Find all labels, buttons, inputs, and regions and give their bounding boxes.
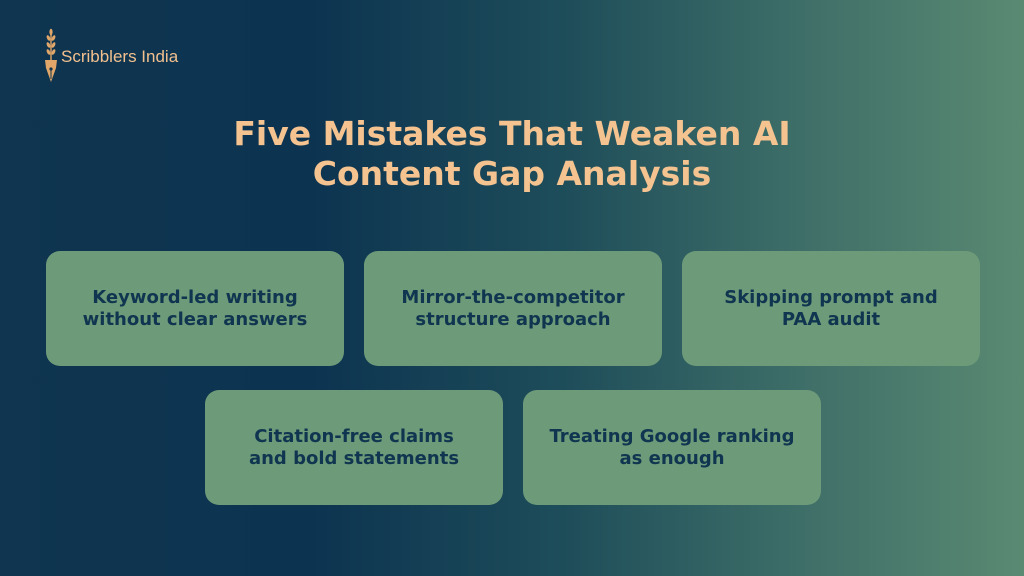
brand-name: Scribblers India [61,47,179,66]
mistake-card-5-line-1: Treating Google ranking [549,425,795,447]
mistake-card-2-line-2: structure approach [415,308,611,330]
mistake-card-2: Mirror-the-competitor structure approach [364,251,662,366]
page-title-line-1: Five Mistakes That Weaken AI [233,114,791,153]
mistake-card-5: Treating Google ranking as enough [523,390,821,505]
page-title: Five Mistakes That Weaken AI Content Gap… [0,114,1024,194]
mistake-card-2-line-1: Mirror-the-competitor [401,286,625,308]
mistake-card-1-line-2: without clear answers [82,308,308,330]
page-title-line-2: Content Gap Analysis [312,154,712,193]
mistake-card-3: Skipping prompt and PAA audit [682,251,980,366]
mistake-card-3-line-1: Skipping prompt and [724,286,938,308]
pen-nib-wheat-icon [45,28,57,82]
brand-logo: Scribblers India [42,28,178,84]
mistake-card-4: Citation-free claims and bold statements [205,390,503,505]
mistake-card-4-line-2: and bold statements [248,447,460,469]
mistake-card-1-line-1: Keyword-led writing [92,286,298,308]
mistake-card-1: Keyword-led writing without clear answer… [46,251,344,366]
mistake-card-3-line-2: PAA audit [781,308,881,330]
mistake-card-4-line-1: Citation-free claims [254,425,454,447]
mistake-card-5-line-2: as enough [619,447,725,469]
